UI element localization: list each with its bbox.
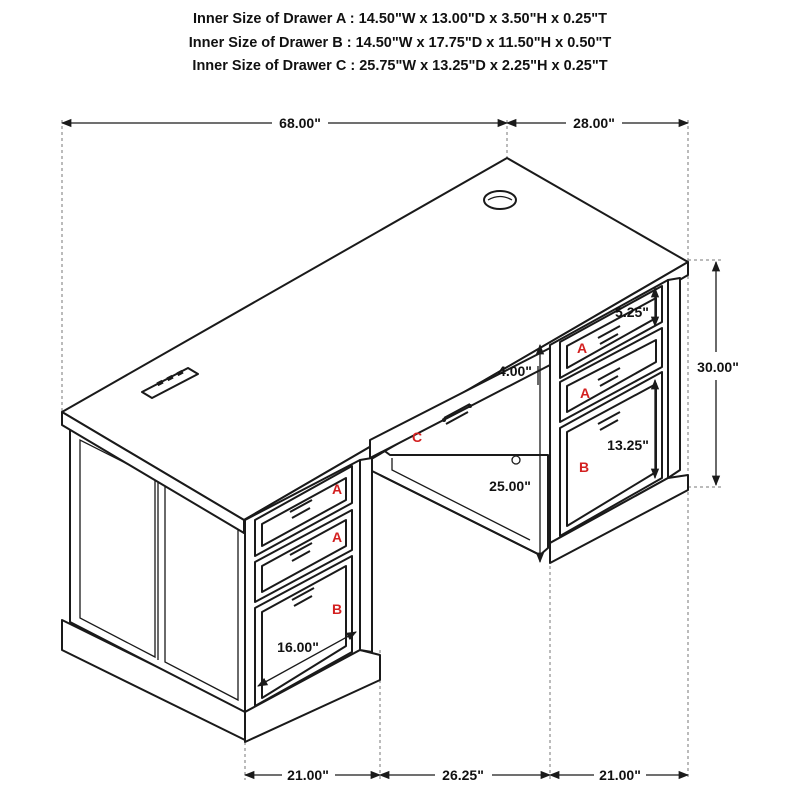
small-drawer-height-label: 5.25" bbox=[615, 304, 649, 320]
knee-height-label: 25.00" bbox=[489, 478, 531, 494]
overall-height-label: 30.00" bbox=[697, 359, 739, 375]
drawer-label-a: A bbox=[580, 385, 590, 401]
knee-space bbox=[369, 439, 549, 556]
center-drawer-height-label: 4.00" bbox=[498, 363, 532, 379]
grommet-icon bbox=[483, 190, 517, 210]
left-pedestal-width-label: 21.00" bbox=[287, 767, 329, 783]
drawer-label-a: A bbox=[332, 529, 342, 545]
right-pedestal-width-label: 21.00" bbox=[599, 767, 641, 783]
knee-width-label: 26.25" bbox=[442, 767, 484, 783]
drawer-label-b: B bbox=[332, 601, 342, 617]
spec-drawer-c: Inner Size of Drawer C : 25.75"W x 13.25… bbox=[192, 58, 608, 74]
file-drawer-height-label: 13.25" bbox=[607, 437, 649, 453]
drawer-label-a: A bbox=[577, 340, 587, 356]
file-drawer-depth-label: 16.00" bbox=[277, 639, 319, 655]
spec-drawer-b: Inner Size of Drawer B : 14.50"W x 17.75… bbox=[188, 35, 612, 51]
drawer-label-a: A bbox=[332, 481, 342, 497]
overall-width-label: 68.00" bbox=[279, 115, 321, 131]
right-pedestal bbox=[549, 277, 689, 564]
power-outlet-icon bbox=[141, 367, 199, 399]
overall-depth-label: 28.00" bbox=[573, 115, 615, 131]
spec-drawer-a: Inner Size of Drawer A : 14.50"W x 13.00… bbox=[192, 11, 608, 27]
drawer-label-b: B bbox=[579, 459, 589, 475]
drawer-label-c: C bbox=[412, 429, 422, 445]
dimension-arrows bbox=[60, 118, 721, 780]
